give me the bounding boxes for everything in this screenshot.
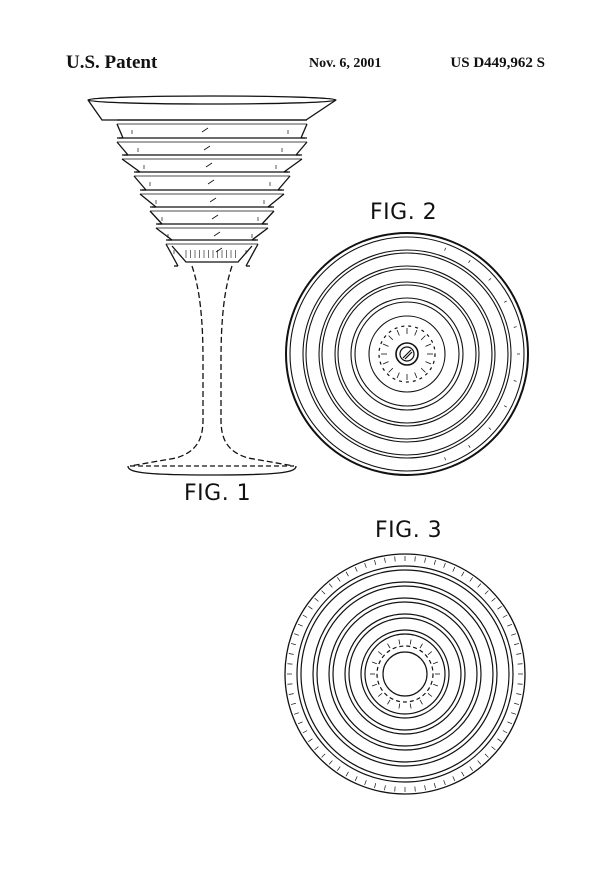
patent-date: Nov. 6, 2001 <box>309 56 382 71</box>
martini-glass-side-view-icon <box>87 95 337 476</box>
glass-bottom-view-icon <box>284 553 526 795</box>
fig-1-label: FIG. 1 <box>184 481 252 506</box>
patent-office-title: U.S. Patent <box>66 52 158 73</box>
fig-3-label: FIG. 3 <box>375 518 443 543</box>
fig-2-label: FIG. 2 <box>370 200 438 225</box>
patent-number: US D449,962 S <box>450 55 545 71</box>
glass-top-view-icon <box>285 232 529 476</box>
